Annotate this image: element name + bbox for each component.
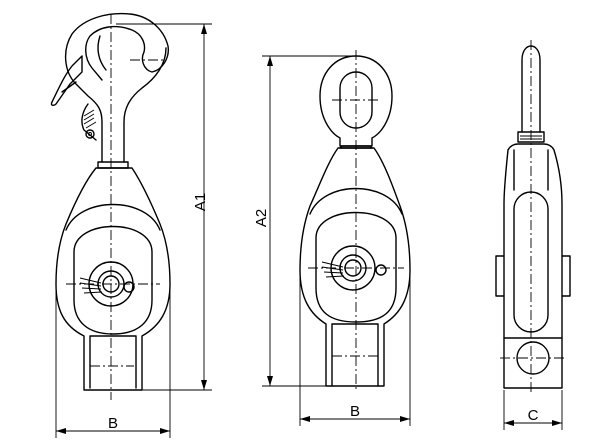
eye-block-body	[299, 147, 411, 387]
dimension-label-a1: A1	[192, 193, 209, 211]
dimension-c: C	[503, 390, 563, 430]
dimension-a1: A1	[116, 23, 212, 391]
dimension-label-c: C	[528, 407, 539, 424]
side-plate	[495, 143, 571, 389]
hook-block-centerlines	[66, 14, 166, 400]
dimension-label-b-middle: B	[350, 403, 360, 420]
dimension-b-middle: B	[299, 276, 411, 426]
dimension-label-b-left: B	[108, 415, 118, 432]
dimension-label-a2: A2	[253, 209, 270, 227]
hook	[50, 12, 169, 169]
hook-block-view: A1 B	[50, 12, 212, 438]
side-centerlines	[500, 40, 566, 394]
dimension-a2: A2	[253, 55, 356, 387]
dimension-b-left: B	[55, 290, 171, 438]
side-view: C	[495, 40, 571, 430]
eye-block-view: A2 B	[253, 50, 411, 426]
eye-block-centerlines	[308, 50, 404, 392]
hook-block-body	[55, 167, 171, 391]
